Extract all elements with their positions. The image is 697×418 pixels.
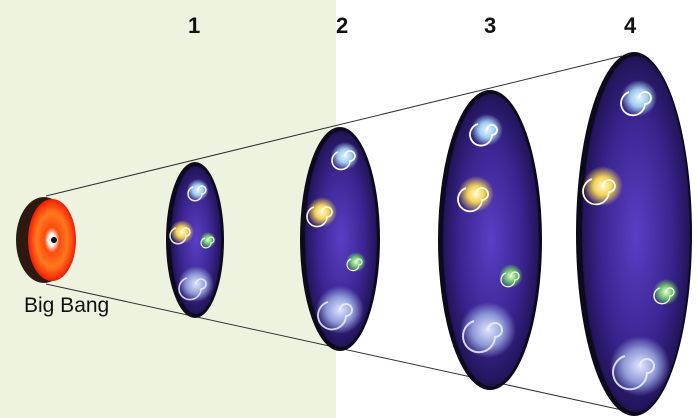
spiral-galaxy-icon — [582, 166, 623, 206]
stage-label-2: 2 — [336, 13, 349, 38]
stage-label-4: 4 — [624, 13, 637, 38]
universe-stage-4 — [576, 52, 692, 416]
universe-stage-3 — [438, 90, 542, 390]
spiral-galaxy-icon — [499, 264, 523, 288]
universe-stage-1 — [166, 162, 224, 318]
spiral-galaxy-icon — [331, 142, 359, 171]
spiral-galaxy-icon — [187, 179, 209, 202]
big-bang-sphere — [16, 197, 76, 283]
spiral-galaxy-icon — [306, 197, 337, 228]
spiral-galaxy-icon — [178, 266, 214, 302]
cone-upper-line — [45, 55, 623, 197]
spiral-galaxy-icon — [457, 176, 494, 213]
spiral-galaxy-icon — [460, 302, 516, 358]
spiral-galaxy-icon — [610, 336, 670, 396]
stage-label-1: 1 — [188, 13, 201, 38]
big-bang-label: Big Bang — [24, 294, 110, 317]
spiral-galaxy-icon — [316, 286, 364, 334]
universe-stage-2 — [300, 127, 380, 351]
spiral-galaxy-icon — [346, 252, 366, 272]
spiral-galaxy-icon — [169, 220, 194, 245]
stage-label-3: 3 — [484, 13, 497, 38]
spiral-galaxy-icon — [200, 232, 216, 249]
spiral-galaxy-icon — [620, 80, 657, 117]
spiral-galaxy-icon — [469, 114, 503, 147]
spiral-galaxy-icon — [653, 279, 679, 305]
